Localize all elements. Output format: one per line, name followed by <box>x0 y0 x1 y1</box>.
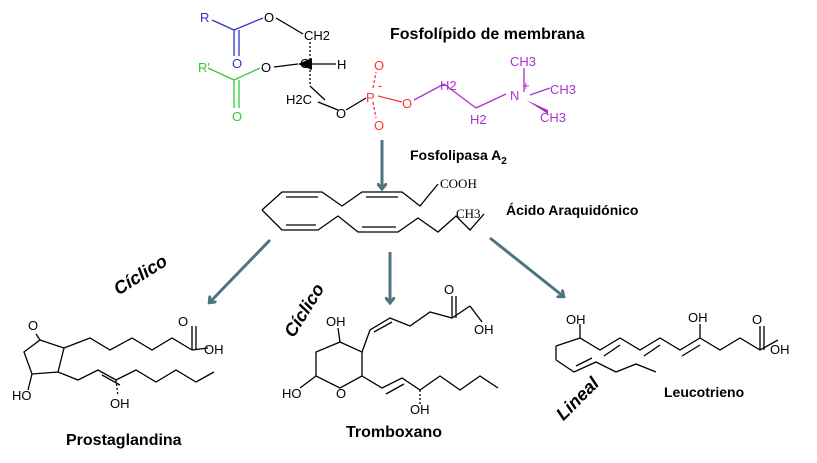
arachidonic-acid-structure <box>261 183 485 233</box>
enzyme-subscript: 2 <box>501 155 507 167</box>
ch2-top-label: CH2 <box>304 28 330 43</box>
thromboxane-structure <box>299 296 499 404</box>
o-green-label: O <box>232 109 242 124</box>
oh-thromb-acid-label: OH <box>474 322 494 337</box>
o-prost-acid-label: O <box>178 314 188 329</box>
leukotriene-title: Leucotrieno <box>664 384 745 400</box>
o-ketone-label: O <box>28 318 38 333</box>
ch3-bottom-label: CH3 <box>540 110 566 125</box>
oh-thromb-chain-label: OH <box>410 402 430 417</box>
ch3-arachidonic-label: CH3 <box>456 206 481 221</box>
p-label: P <box>366 90 375 105</box>
o-blue-label: O <box>232 56 242 71</box>
ho-thromb-label: HO <box>282 386 302 401</box>
o-thromb-ring-label: O <box>336 386 346 401</box>
leukotriene-structure <box>555 324 779 373</box>
o-ester1-label: O <box>264 10 274 25</box>
o-p-top-label: O <box>374 58 384 73</box>
oh-leuko-left-label: OH <box>566 312 586 327</box>
c-central-label: C <box>300 56 309 71</box>
n-label: N <box>510 88 519 103</box>
arachidonic-title: Ácido Araquidónico <box>506 202 639 218</box>
h2-left-label: H2 <box>440 78 457 93</box>
oh-prost-acid-label: OH <box>204 342 224 357</box>
phospholipid-structure: R O O CH2 R' O O C H H2C O P - <box>198 10 576 133</box>
arrow-to-prostaglandin <box>210 238 272 302</box>
o-p-right-label: O <box>402 96 412 111</box>
n-plus-label: + <box>522 78 530 93</box>
arrow-to-leukotriene <box>489 236 563 296</box>
enzyme-label: Fosfolipasa A2 <box>410 147 507 167</box>
o-ester2-label: O <box>261 60 271 75</box>
h2-right-label: H2 <box>470 112 487 127</box>
o-p-bottom-label: O <box>374 118 384 133</box>
prostaglandin-title: Prostaglandina <box>66 432 182 449</box>
oh-leuko-right-label: OH <box>688 310 708 325</box>
oh-thromb-top-label: OH <box>326 314 346 329</box>
h2c-label: H2C <box>286 92 312 107</box>
ch3-top-label: CH3 <box>510 54 536 69</box>
o-thromb-acid-label: O <box>444 282 454 297</box>
reaction-arrows <box>210 140 563 302</box>
h-label: H <box>337 57 346 72</box>
cooh-arachidonic-label: COOH <box>440 176 477 191</box>
o-bridge-label: O <box>336 106 346 121</box>
ch3-right-label: CH3 <box>550 82 576 97</box>
thromboxane-title: Tromboxano <box>346 424 443 441</box>
p-minus-label: - <box>378 78 382 93</box>
oh-leuko-acid-label: OH <box>770 342 790 357</box>
oh-prost-chain-label: OH <box>110 396 130 411</box>
enzyme-name: Fosfolipasa A <box>410 147 502 163</box>
prostaglandin-structure <box>23 326 215 397</box>
r-blue-label: R <box>200 10 209 25</box>
ho-prost-ring-label: HO <box>12 388 32 403</box>
phospholipid-title: Fosfolípido de membrana <box>390 26 585 43</box>
o-leuko-acid-label: O <box>752 312 762 327</box>
r-green-label: R' <box>198 60 210 75</box>
